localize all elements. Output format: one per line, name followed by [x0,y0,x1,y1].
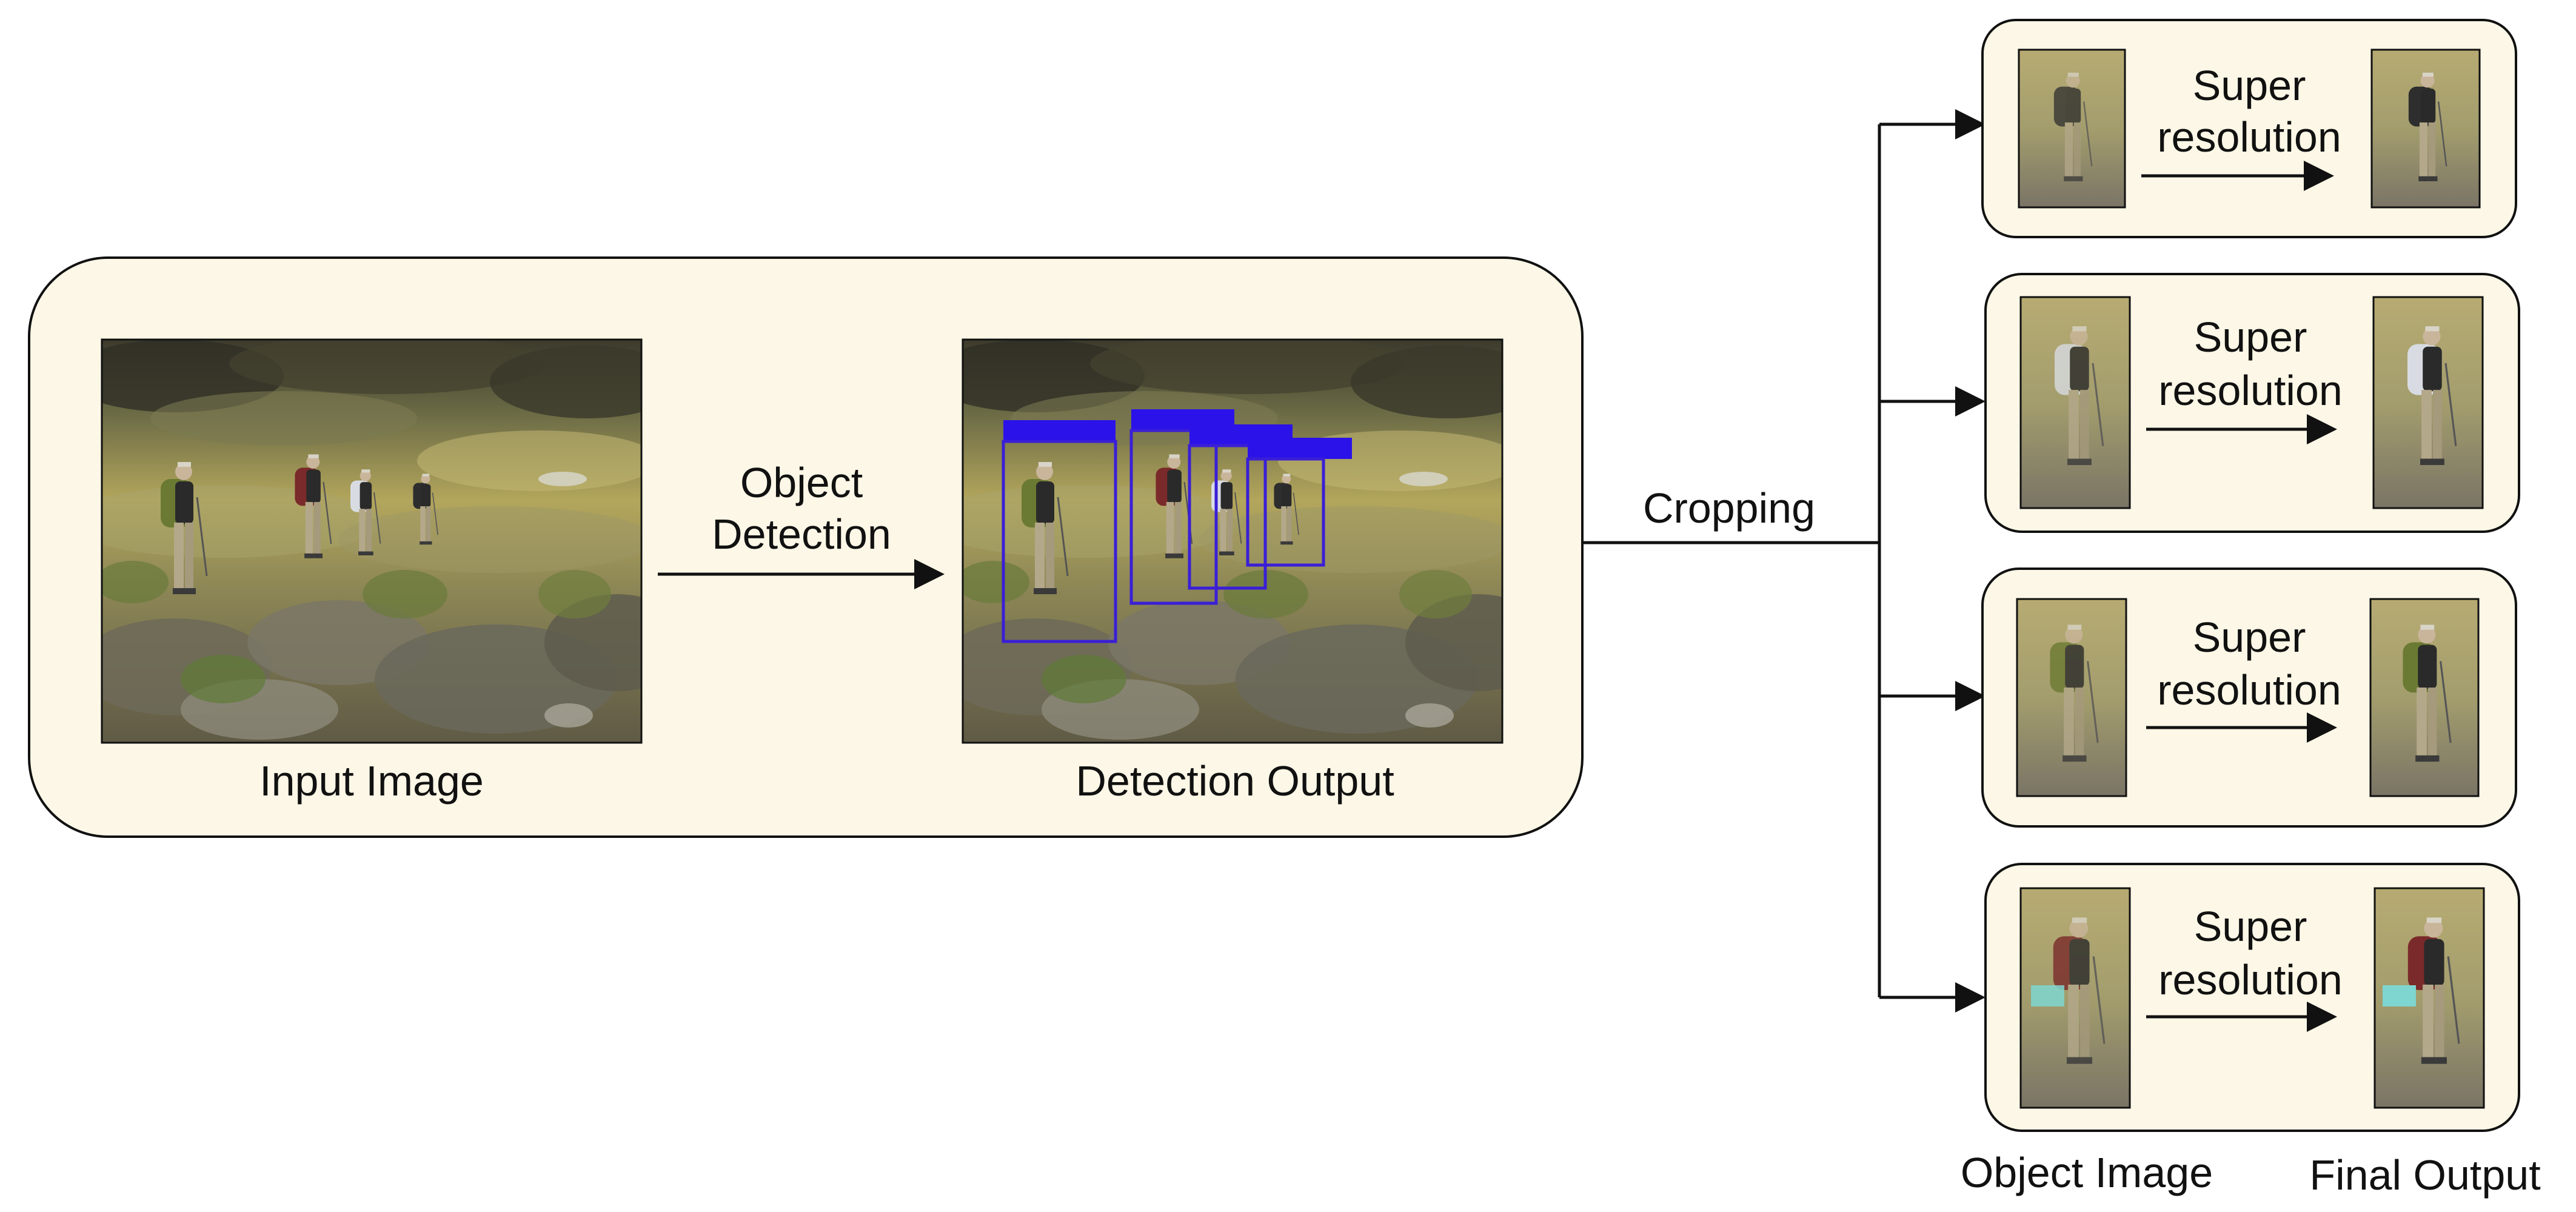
super-resolution-label-3a: Super [2193,614,2306,661]
crop-panel-2: Super resolution [1984,273,2520,533]
input-image [101,338,643,744]
detection-output-image [962,338,1504,744]
super-resolution-label-1b: resolution [2157,113,2341,161]
crop-panel-3: Super resolution [1981,567,2517,828]
cropping-label: Cropping [1643,484,1815,532]
final-output-3 [2369,598,2480,797]
super-resolution-label-2a: Super [2194,313,2307,361]
detection-box-1 [1002,420,1117,643]
final-output-1 [2370,49,2481,209]
super-resolution-label-1a: Super [2193,62,2306,109]
final-output-4 [2374,887,2485,1109]
object-detection-label-line1: Object [740,459,863,506]
super-resolution-label-2b: resolution [2158,367,2343,414]
object-image-3 [2016,598,2127,797]
crop-panel-4: Super resolution [1984,863,2520,1132]
super-resolution-label-3b: resolution [2157,666,2341,714]
detection-box-4 [1246,438,1352,567]
object-image-label: Object Image [1961,1149,2213,1196]
object-image-2 [2019,296,2131,509]
input-image-label: Input Image [259,757,484,805]
detection-output-label: Detection Output [1076,757,1394,805]
final-output-label: Final Output [2309,1151,2540,1199]
crop-panel-1: Super resolution [1981,19,2517,238]
final-output-2 [2372,296,2484,509]
object-image-4 [2019,887,2131,1109]
super-resolution-label-4b: resolution [2158,956,2343,1003]
object-image-1 [2018,49,2126,209]
super-resolution-label-4a: Super [2194,903,2307,950]
object-detection-label-line2: Detection [712,511,891,558]
